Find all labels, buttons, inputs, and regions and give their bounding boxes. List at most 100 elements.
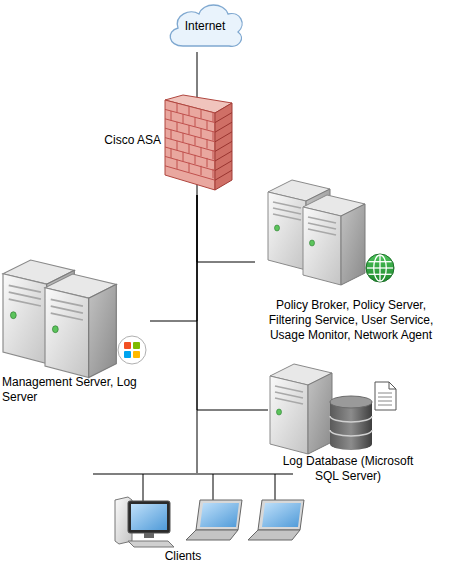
brick-joint [201, 166, 202, 175]
brick-joint [215, 122, 232, 132]
brick-joint [213, 150, 214, 159]
brick-joint [177, 141, 178, 150]
server-slot [273, 202, 301, 208]
server-front [303, 207, 341, 285]
logo-pane [124, 342, 131, 349]
bus-drop [275, 474, 276, 500]
wall-side [215, 103, 232, 190]
laptop-base [248, 530, 300, 540]
database-cylinder [330, 396, 372, 450]
document-line [378, 393, 392, 394]
server-slot [9, 292, 41, 299]
bus-drop [213, 474, 214, 500]
laptop-lid [196, 500, 242, 530]
brick-joint [215, 132, 232, 142]
network-link [197, 195, 268, 410]
desktop-symbol [115, 497, 174, 547]
brick-joint [177, 103, 178, 112]
server-slot [9, 285, 41, 292]
brick-joint [215, 141, 232, 151]
network-link [197, 195, 198, 473]
laptop-lid [258, 500, 304, 530]
laptop-screen [262, 503, 301, 527]
server-led [52, 326, 58, 333]
network-link [197, 52, 198, 95]
server-tower [45, 274, 116, 378]
firewall-node: Cisco ASA [95, 95, 235, 195]
server-slot [51, 306, 83, 313]
brick-joint [213, 112, 214, 121]
brick-joint [189, 144, 190, 153]
brick-joint [183, 152, 184, 161]
brick-joint [213, 169, 214, 178]
brick-joint [195, 136, 196, 145]
brick-joint [207, 120, 208, 129]
globe-body [366, 254, 394, 282]
server-led [277, 409, 282, 415]
cloud-node: Internet [165, 0, 245, 52]
document-line [378, 405, 392, 406]
brick-joint [195, 117, 196, 126]
server-slot [9, 299, 41, 306]
brick-joint [177, 122, 178, 131]
network-link [150, 195, 197, 321]
database-node: Log Database (Microsoft SQL Server) [268, 362, 418, 482]
brick-joint [215, 151, 232, 161]
brick-joint [215, 161, 232, 171]
server-led [10, 312, 16, 319]
server-front [270, 376, 308, 454]
server-slot [273, 214, 301, 220]
server-slot [275, 386, 303, 392]
brick-joint [215, 170, 232, 180]
server-front [3, 274, 47, 364]
brick-joint [201, 109, 202, 118]
logo-pane [133, 342, 140, 349]
server-front [45, 288, 89, 378]
client-group: Clients [88, 473, 308, 564]
brick-joint [207, 158, 208, 167]
document-line [378, 401, 392, 402]
globe-symbol [366, 254, 394, 282]
server-side [308, 373, 332, 454]
node-label: Internet [165, 19, 245, 34]
cylinder-bottom [330, 438, 372, 450]
brick-joint [195, 155, 196, 164]
pc-monitor [128, 501, 170, 533]
server-group: Management Server, Log Server [0, 258, 150, 398]
document-page [375, 382, 396, 410]
node-label: Policy Broker, Policy Server, Filtering … [253, 298, 449, 343]
brick-joint [201, 128, 202, 137]
brick-joint [171, 111, 172, 120]
server-led [310, 240, 315, 246]
brick-joint [165, 166, 215, 180]
brick-joint [171, 130, 172, 139]
laptop-base [186, 530, 238, 540]
server-slot [51, 313, 83, 320]
server-side [341, 204, 365, 285]
node-label: Management Server, Log Server [2, 375, 144, 405]
network-bus [93, 473, 293, 474]
server-slot [275, 392, 303, 398]
brick-joint [189, 163, 190, 172]
firewall-wall [165, 95, 232, 190]
brick-joint [183, 133, 184, 142]
server-slot [275, 398, 303, 404]
pc-keyboard [128, 541, 174, 547]
globe-parallel [367, 267, 393, 268]
server-slot [308, 217, 336, 223]
brick-joint [177, 160, 178, 169]
node-label: Cisco ASA [95, 133, 161, 148]
document-symbol [375, 382, 396, 410]
logo-pane [133, 351, 140, 358]
globe-parallel [368, 261, 391, 262]
node-label: Log Database (Microsoft SQL Server) [280, 454, 416, 484]
logo-badge [118, 336, 146, 364]
laptop-symbol [186, 500, 242, 540]
document-line [378, 397, 392, 398]
server-slot [51, 299, 83, 306]
brick-joint [215, 113, 232, 123]
brick-joint [213, 131, 214, 140]
brick-joint [171, 149, 172, 158]
windows-logo [118, 336, 146, 364]
